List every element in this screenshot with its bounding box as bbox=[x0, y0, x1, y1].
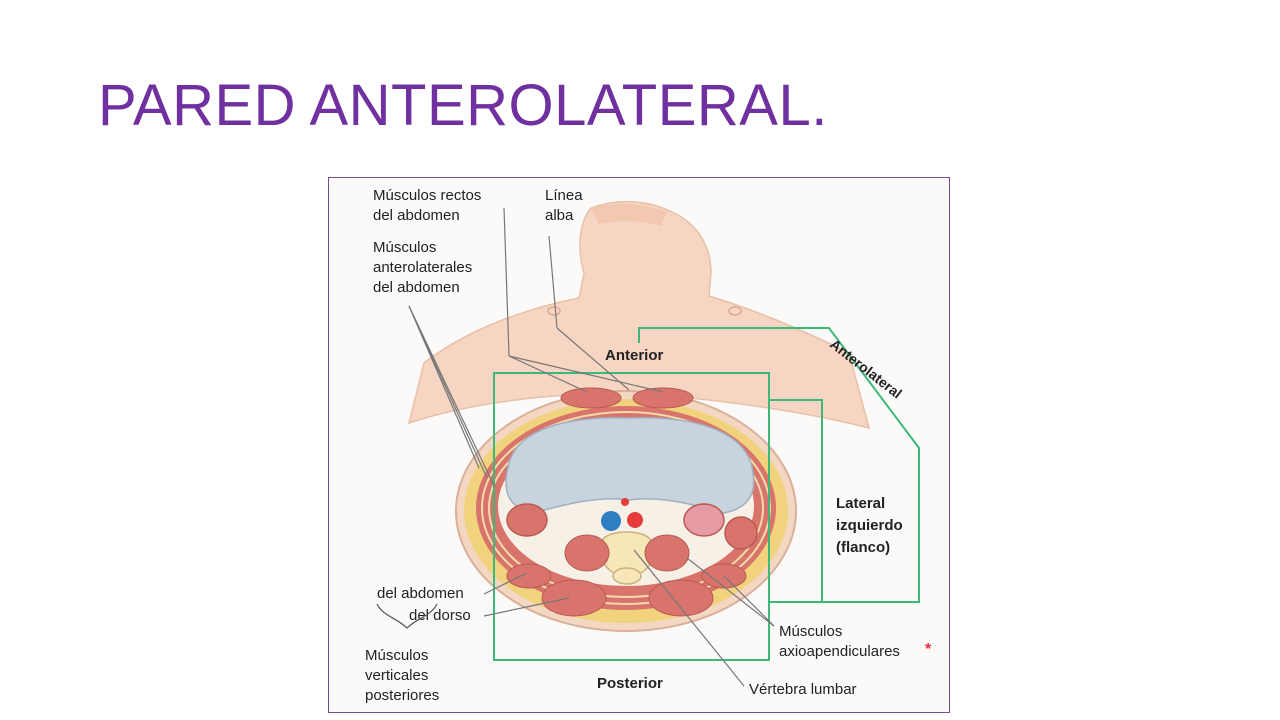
leader-lines bbox=[408, 207, 775, 687]
label-antlat-2: anterolaterales bbox=[373, 259, 472, 276]
label-vert-1: Músculos bbox=[365, 647, 428, 664]
label-linea-2: alba bbox=[545, 207, 574, 224]
cross-section-illustration: Músculos rectos del abdomen Línea alba M… bbox=[365, 187, 932, 704]
label-del-dorso: del dorso bbox=[409, 607, 471, 624]
label-antlat-3: del abdomen bbox=[373, 279, 460, 296]
anatomy-figure: Músculos rectos del abdomen Línea alba M… bbox=[328, 177, 950, 713]
label-antlat-1: Músculos bbox=[373, 239, 436, 256]
label-axio-2: axioapendiculares bbox=[779, 643, 900, 660]
label-lateral-1: Lateral bbox=[836, 495, 885, 512]
label-rectus-2: del abdomen bbox=[373, 207, 460, 224]
label-lateral-2: izquierdo bbox=[836, 517, 903, 534]
label-rectus-1: Músculos rectos bbox=[373, 187, 481, 204]
label-axio-1: Músculos bbox=[779, 623, 842, 640]
label-linea-1: Línea bbox=[545, 187, 583, 204]
label-del-abdomen: del abdomen bbox=[377, 585, 464, 602]
label-vert-2: verticales bbox=[365, 667, 428, 684]
region-brackets bbox=[493, 327, 920, 661]
label-axio-star: * bbox=[925, 641, 932, 658]
lateral-bracket bbox=[769, 399, 823, 603]
figure-labels: Músculos rectos del abdomen Línea alba M… bbox=[365, 187, 932, 704]
anterolateral-bracket bbox=[638, 327, 920, 603]
label-lateral-3: (flanco) bbox=[836, 539, 890, 556]
vertical-muscles-brace bbox=[376, 603, 438, 629]
label-posterior: Posterior bbox=[597, 675, 663, 692]
label-vertebra: Vértebra lumbar bbox=[749, 681, 857, 698]
posterior-bracket-sides bbox=[493, 373, 770, 661]
label-vert-3: posteriores bbox=[365, 687, 439, 704]
slide-title: PARED ANTEROLATERAL. bbox=[98, 73, 828, 138]
label-anterior: Anterior bbox=[605, 347, 664, 364]
abdominal-cross-section bbox=[455, 387, 797, 632]
torso-illustration bbox=[407, 200, 871, 430]
